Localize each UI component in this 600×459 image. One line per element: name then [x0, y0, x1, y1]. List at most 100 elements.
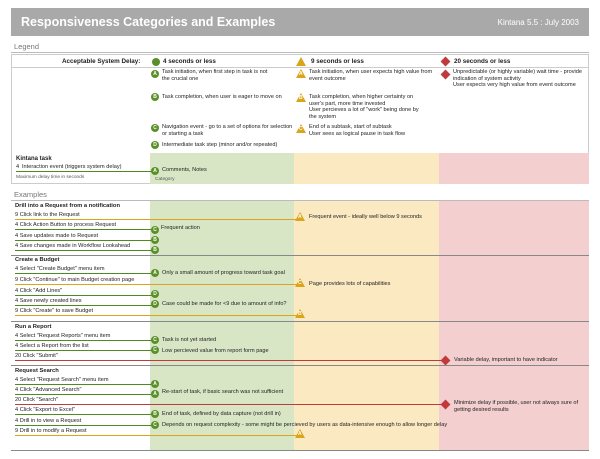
task-line: [15, 404, 445, 405]
task-row: 4 Save updates made to Request: [15, 233, 99, 239]
task-line: [15, 350, 155, 351]
badge-d-icon: D: [151, 141, 159, 149]
note: Frequent event - ideally well below 9 se…: [309, 214, 422, 220]
task-row: 4 Click "Advanced Search": [15, 387, 82, 393]
legend-section-label: Legend: [14, 42, 40, 51]
badge-a-icon: A: [151, 390, 159, 398]
yellow-triangle-icon: [296, 57, 306, 66]
task-row: 4 Select "Request Reports" menu item: [15, 333, 111, 339]
task-row: 4 Click Action Button to process Request: [15, 222, 117, 228]
badge-c-icon: C: [151, 124, 159, 132]
badge-b-icon: B: [151, 246, 159, 254]
badge-a-triangle-icon: A: [296, 69, 306, 78]
badge-c-icon: C: [151, 346, 159, 354]
max-delay-label: Maximum delay time in seconds: [16, 175, 85, 180]
badge-d-icon: D: [151, 300, 159, 308]
note: Case could be made for <9 due to amount …: [162, 301, 287, 307]
task-line: [15, 340, 155, 341]
task-row: 4 Click "Export to Excel": [15, 407, 75, 413]
task-row: 4 Save newly created lines: [15, 298, 82, 304]
note: Re-start of task, if basic search was no…: [162, 389, 284, 395]
kintana-task-label: Kintana task: [16, 156, 52, 162]
group-separator: [11, 321, 589, 322]
badge-c-triangle-icon: C: [295, 278, 305, 287]
examples-yellow-column: [294, 201, 439, 451]
task-line: [15, 414, 155, 415]
group-separator: [11, 450, 589, 451]
green-item-d: Intermediate task step (minor and/or rep…: [162, 142, 278, 148]
task-line: [15, 435, 299, 436]
note: Minimize delay if possible, user not alw…: [454, 400, 579, 413]
interaction-label: Interaction event (triggers system delay…: [22, 164, 122, 170]
task-line: [15, 315, 299, 316]
task-line: [15, 284, 299, 285]
badge-a-triangle-icon: A: [295, 429, 305, 438]
task-line: [15, 250, 155, 251]
task-line: [15, 219, 299, 220]
delay-label: Acceptable System Delay:: [62, 58, 141, 65]
green-item-c: Navigation event - go to a set of option…: [162, 124, 293, 137]
badge-c-icon: C: [151, 421, 159, 429]
legend-line: [16, 171, 154, 172]
task-row: 9 Click link to the Request: [15, 212, 80, 218]
badge-a-icon: A: [151, 70, 159, 78]
task-line: [15, 240, 155, 241]
green-item-b: Task completion, when user is eager to m…: [162, 94, 282, 100]
task-line: [15, 305, 155, 306]
title-bar: Responsiveness Categories and Examples K…: [11, 8, 589, 36]
task-row: 20 Click "Search": [15, 397, 59, 403]
yellow-item-b: Task completion, when higher certainty o…: [309, 94, 419, 120]
legend-header-rule: [11, 67, 589, 68]
examples-section-label: Examples: [14, 190, 47, 199]
examples-red-column: [439, 201, 589, 451]
task-row: 4 Select a Report from the list: [15, 343, 89, 349]
legend-green-band: [150, 153, 294, 184]
green-circle-icon: [152, 58, 160, 66]
note: Low percieved value from report form pag…: [162, 348, 269, 354]
group-title: Drill into a Request from a notification: [15, 203, 120, 209]
task-line: [15, 273, 155, 274]
group-separator: [11, 365, 589, 366]
badge-b-icon: B: [151, 236, 159, 244]
category-green-label: 4 seconds or less: [163, 58, 216, 65]
legend-divider: [11, 52, 589, 53]
task-row: 9 Click "Create" to save Budget: [15, 308, 93, 314]
note: Only a small amount of progress toward t…: [162, 270, 285, 276]
task-row: 9 Drill in to modify a Request: [15, 428, 87, 434]
red-item: Unpredictable (or highly variable) wait …: [453, 69, 583, 89]
badge-a-icon: A: [151, 269, 159, 277]
group-title: Run a Report: [15, 324, 52, 330]
category-label: Category: [155, 177, 175, 182]
note: Page provides lots of capabilities: [309, 281, 391, 287]
task-row: 9 Click "Continue" to main Budget creati…: [15, 277, 135, 283]
task-row: 4 Click "Add Lines": [15, 288, 63, 294]
comments-label: Comments, Notes: [162, 167, 207, 173]
badge-b-triangle-icon: B: [295, 309, 305, 318]
note: End of task, defined by data capture (no…: [162, 411, 281, 417]
task-line: [15, 394, 155, 395]
task-line: [15, 425, 155, 426]
note: Task is not yet started: [162, 337, 217, 343]
badge-c-triangle-icon: C: [296, 124, 306, 133]
badge-d-icon: D: [151, 290, 159, 298]
green-item-a: Task initiation, when first step in task…: [162, 69, 268, 82]
badge-a-triangle-icon: A: [295, 212, 305, 221]
examples-green-column: [150, 201, 294, 451]
interaction-number: 4: [16, 164, 20, 170]
note: Variable delay, important to have indica…: [454, 357, 558, 363]
task-line: [15, 295, 155, 296]
examples-divider: [11, 200, 589, 201]
task-row: 4 Save changes made in Workflow Lookahea…: [15, 243, 131, 249]
badge-c-icon: C: [151, 226, 159, 234]
badge-b-triangle-icon: B: [296, 93, 306, 102]
group-title: Request Search: [15, 368, 59, 374]
note: Depends on request complexity - some mig…: [162, 422, 448, 428]
task-row: 4 Select "Create Budget" menu item: [15, 266, 105, 272]
category-red-label: 20 seconds or less: [454, 58, 511, 65]
task-line: [15, 360, 445, 361]
badge-a-icon: A: [151, 380, 159, 388]
task-line: [15, 384, 155, 385]
legend-red-band: [439, 153, 589, 184]
task-row: 4 Drill in to view a Request: [15, 418, 82, 424]
